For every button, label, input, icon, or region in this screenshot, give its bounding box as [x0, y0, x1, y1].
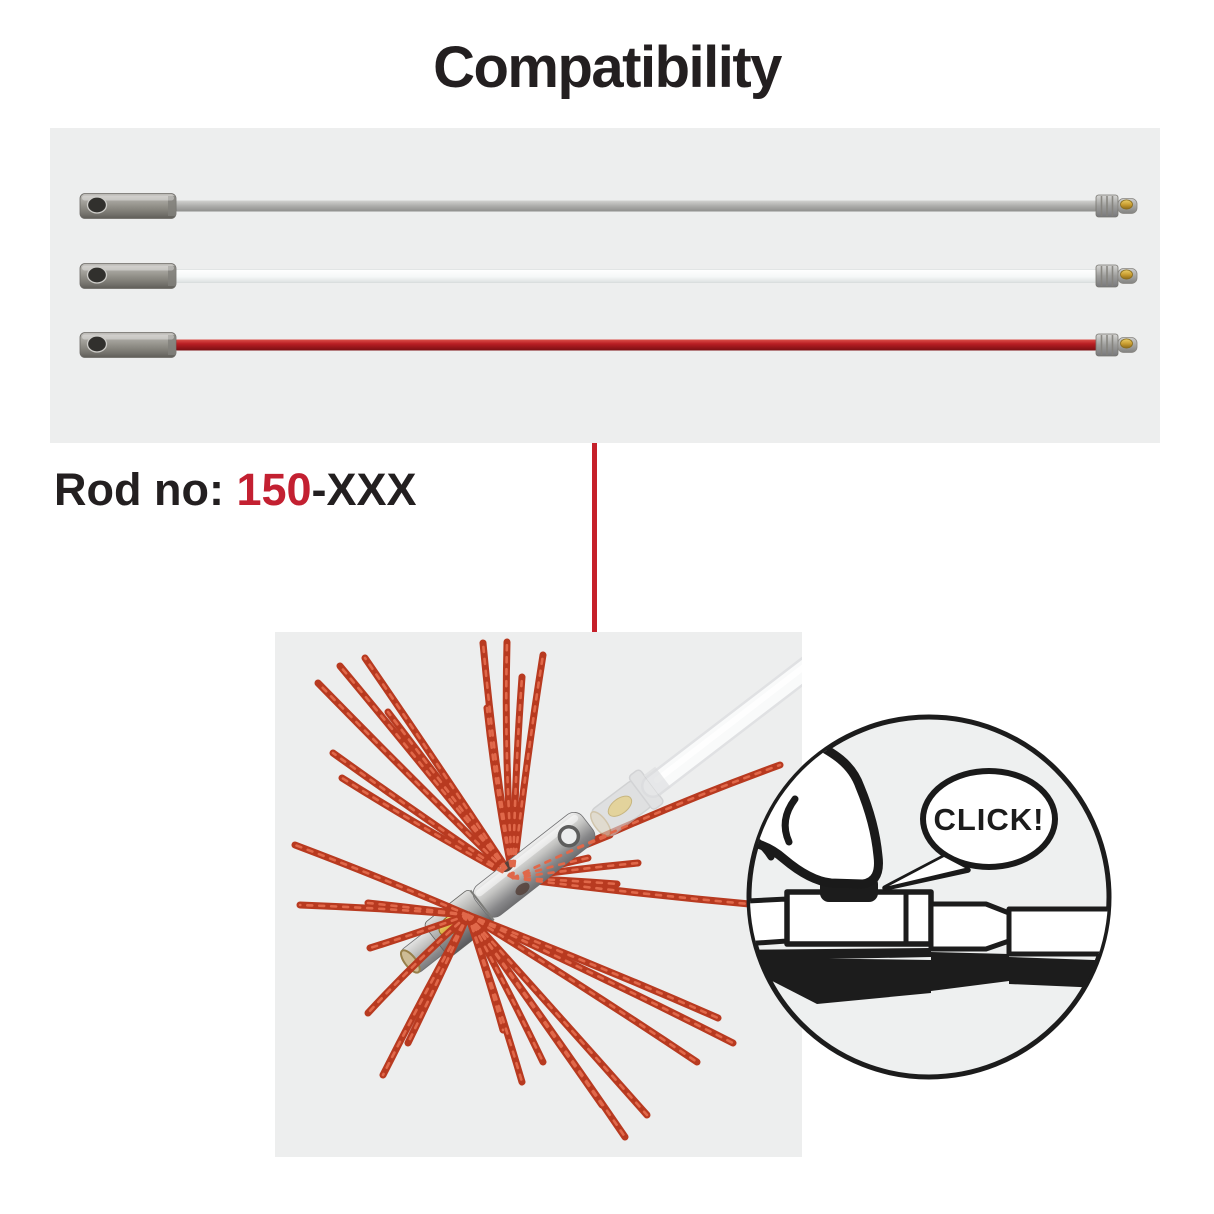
ghost-connector: [589, 766, 671, 837]
compatibility-panel: [50, 128, 1160, 443]
rod-label-number: 150: [236, 464, 312, 515]
red-rod-shaft: [174, 339, 1098, 351]
rod-linework: [750, 875, 1108, 1004]
red-rod: [79, 331, 1138, 359]
male-connector: [1095, 264, 1138, 288]
speech-bubble: CLICK!: [882, 768, 1058, 891]
male-connector: [1095, 333, 1138, 357]
male-connector: [1095, 194, 1138, 218]
brush-hub: [399, 811, 596, 974]
brush-detail-panel: [275, 632, 802, 1157]
white-rod-segment: [641, 656, 802, 798]
rod-label-prefix: Rod no:: [54, 464, 237, 515]
grey-rod: [79, 192, 1138, 220]
white-rod: [79, 262, 1138, 290]
rod-number-label: Rod no: 150-XXX: [54, 464, 417, 516]
pointer-line: [592, 443, 597, 633]
click-text: CLICK!: [933, 802, 1044, 837]
rod-label-suffix: -XXX: [311, 464, 417, 515]
white-rod-shaft: [173, 269, 1099, 283]
female-connector: [79, 331, 177, 359]
bristle-twist-highlights: [295, 642, 780, 1137]
brush-illustration: [291, 638, 802, 1141]
female-connector: [79, 192, 177, 220]
page-title: Compatibility: [433, 35, 782, 100]
female-connector: [79, 262, 177, 290]
hub-eyelet-hole: [557, 825, 581, 848]
rods-illustration: [79, 192, 1138, 359]
click-illustration: CLICK!: [746, 714, 1112, 1080]
grey-rod-shaft: [174, 200, 1098, 212]
